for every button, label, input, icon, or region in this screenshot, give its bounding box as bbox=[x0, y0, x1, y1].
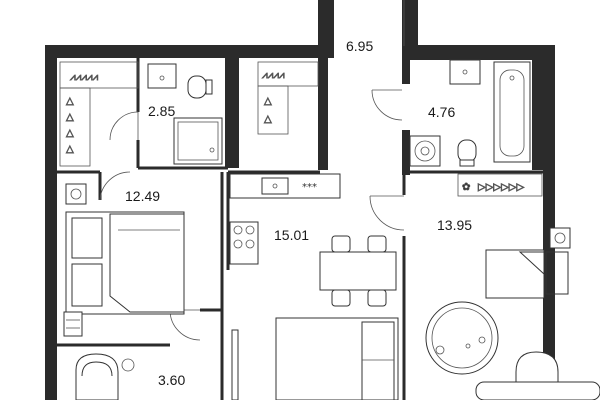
chair bbox=[331, 235, 351, 253]
area-label-bedroom-1: 12.49 bbox=[125, 188, 160, 204]
armchair bbox=[75, 353, 119, 400]
wall-top-right bbox=[402, 0, 555, 400]
wall-hall-slot bbox=[404, 0, 407, 46]
svg-text:△: △ bbox=[66, 128, 74, 139]
svg-text:▷▷▷▷▷▷: ▷▷▷▷▷▷ bbox=[478, 182, 524, 193]
wall-pillar-left bbox=[225, 58, 239, 168]
wardrobe-left: ⩘⩘⩘⩘⩘ △ △ △ △ bbox=[59, 61, 139, 167]
svg-text:⩘⩘⩘⩘: ⩘⩘⩘⩘ bbox=[262, 70, 285, 81]
stove-icon bbox=[229, 221, 259, 265]
bedroom-1-furniture bbox=[63, 183, 185, 337]
sink-icon bbox=[449, 59, 481, 85]
svg-text:△: △ bbox=[264, 114, 272, 125]
dresser bbox=[63, 311, 83, 337]
chair bbox=[331, 289, 351, 307]
kitchen-sink-icon bbox=[261, 177, 289, 195]
area-label-bedroom-2: 13.95 bbox=[437, 217, 472, 233]
double-bed bbox=[65, 211, 185, 315]
plant-icon bbox=[121, 358, 135, 372]
wall-pillar-right bbox=[532, 58, 544, 170]
chair bbox=[367, 289, 387, 307]
kitchen-furniture: *** bbox=[229, 173, 399, 400]
bedside-table bbox=[549, 227, 571, 249]
area-label-kitchen-living: 15.01 bbox=[274, 227, 309, 243]
walls bbox=[45, 0, 555, 400]
svg-text:△: △ bbox=[264, 96, 272, 107]
toilet-icon bbox=[187, 75, 207, 99]
area-label-bathroom-1: 2.85 bbox=[148, 103, 175, 119]
area-label-hall: 6.95 bbox=[346, 38, 373, 54]
bathtub-icon bbox=[493, 61, 531, 163]
bedside-table bbox=[65, 183, 87, 205]
plant-icon: ✿ bbox=[462, 182, 470, 193]
chair bbox=[367, 235, 387, 253]
shower-tray-icon bbox=[173, 117, 223, 165]
storage-furniture bbox=[75, 353, 135, 400]
round-rug bbox=[425, 301, 499, 375]
desk bbox=[475, 381, 600, 400]
sofa bbox=[275, 317, 399, 400]
area-label-bathroom-2: 4.76 bbox=[428, 104, 455, 120]
doors bbox=[99, 0, 405, 341]
double-bed bbox=[485, 249, 545, 299]
bedroom-2-furniture bbox=[425, 227, 600, 400]
svg-text:△: △ bbox=[66, 96, 74, 107]
area-labels: 6.95 2.85 4.76 12.49 15.01 13.95 3.60 bbox=[125, 38, 472, 388]
armchair bbox=[515, 351, 559, 391]
tv-unit bbox=[231, 329, 239, 400]
wall-hall-right bbox=[318, 58, 328, 170]
wardrobe-bedroom2: ✿ ▷▷▷▷▷▷ bbox=[457, 173, 543, 197]
wall-bath2-left-lower bbox=[402, 130, 410, 175]
wall-bath2-left bbox=[402, 60, 410, 84]
wardrobe-hall: ⩘⩘⩘⩘ △ △ bbox=[257, 61, 319, 135]
toilet-icon bbox=[457, 139, 477, 163]
dining-table bbox=[319, 251, 397, 291]
bathroom-1-fixtures bbox=[147, 63, 223, 165]
hob-icon: *** bbox=[302, 182, 317, 193]
washing-machine-icon bbox=[409, 135, 441, 167]
svg-text:△: △ bbox=[66, 144, 74, 155]
area-label-storage: 3.60 bbox=[158, 372, 185, 388]
svg-text:⩘⩘⩘⩘⩘: ⩘⩘⩘⩘⩘ bbox=[70, 72, 99, 83]
bathroom-2-fixtures bbox=[409, 59, 531, 167]
svg-text:△: △ bbox=[66, 112, 74, 123]
